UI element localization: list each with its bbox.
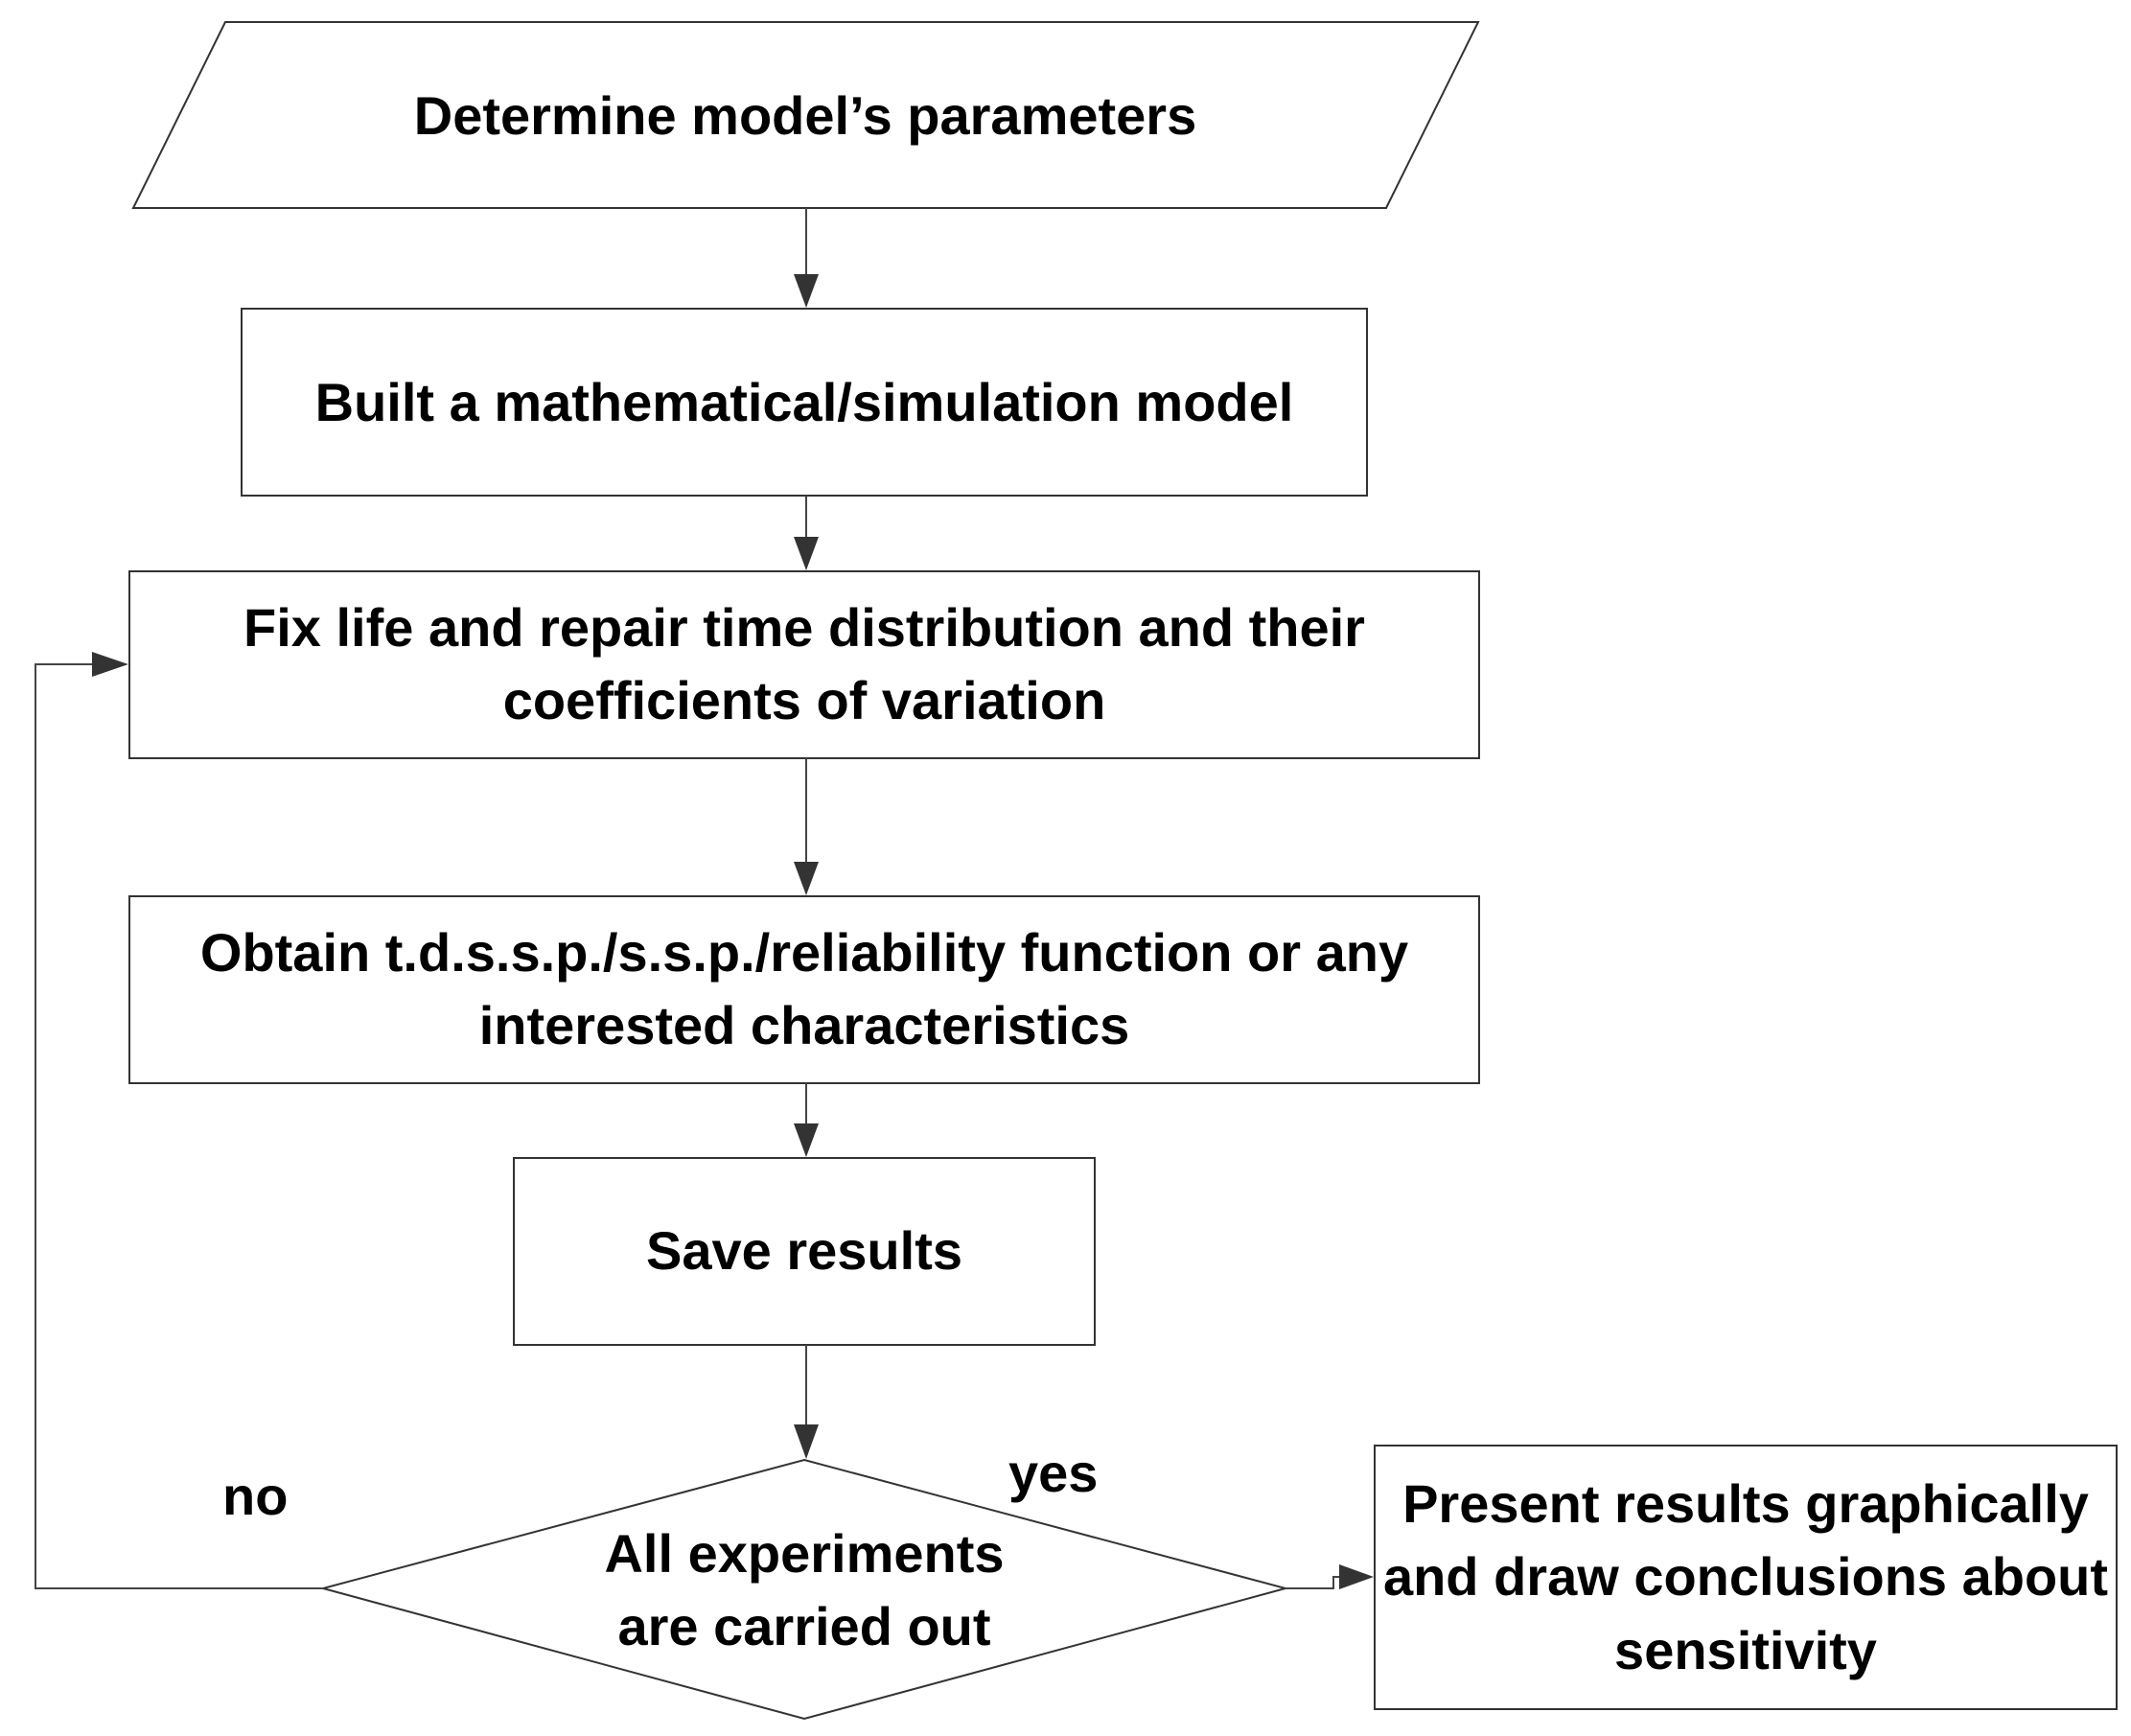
node-decision-line-2: are carried out — [617, 1596, 990, 1656]
node-fix-distributions: Fix life and repair time distribution an… — [128, 570, 1480, 759]
node-present-results: Present results graphically and draw con… — [1374, 1445, 2118, 1710]
connector-decision-yes — [1286, 1564, 1374, 1589]
node-obtain-characteristics: Obtain t.d.s.s.p./s.s.p./reliability fun… — [128, 895, 1480, 1084]
connector-input-to-build — [794, 208, 819, 308]
edge-label-no: no — [222, 1466, 288, 1526]
connector-fix-to-obtain — [794, 758, 819, 895]
connector-decision-no-loop — [35, 652, 323, 1589]
node-decision-line-1: All experiments — [604, 1523, 1004, 1584]
node-build-model-line-1: Built a mathematical/simulation model — [315, 372, 1294, 432]
connector-save-to-decision — [794, 1345, 819, 1459]
node-decision-all-experiments: All experiments are carried out — [319, 1458, 1289, 1721]
node-determine-parameters-line-1: Determine model’s parameters — [414, 85, 1196, 146]
node-fix-distributions-line-1: Fix life and repair time distribution an… — [243, 597, 1365, 658]
node-obtain-characteristics-line-2: interested characteristics — [479, 995, 1130, 1055]
node-obtain-characteristics-line-1: Obtain t.d.s.s.p./s.s.p./reliability fun… — [200, 922, 1408, 983]
node-build-model: Built a mathematical/simulation model — [241, 308, 1368, 497]
connector-build-to-fix — [794, 496, 819, 570]
node-present-results-line-1: Present results graphically — [1402, 1473, 2089, 1534]
node-save-results-line-1: Save results — [646, 1220, 962, 1281]
node-fix-distributions-line-2: coefficients of variation — [503, 670, 1106, 730]
node-present-results-line-3: sensitivity — [1614, 1620, 1877, 1680]
node-determine-parameters: Determine model’s parameters — [131, 21, 1480, 209]
edge-label-yes: yes — [1008, 1443, 1098, 1503]
node-save-results: Save results — [513, 1157, 1096, 1346]
node-present-results-line-2: and draw conclusions about — [1383, 1546, 2108, 1607]
connector-obtain-to-save — [794, 1083, 819, 1157]
